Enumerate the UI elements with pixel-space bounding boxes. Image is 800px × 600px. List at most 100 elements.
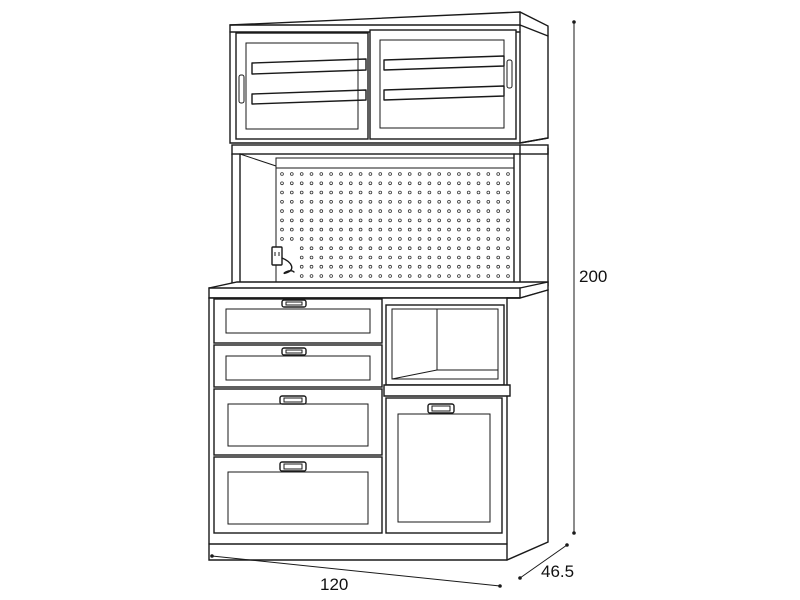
peg-hole: [437, 255, 442, 260]
peg-hole: [407, 264, 412, 269]
peg-hole: [407, 190, 412, 195]
peg-hole: [427, 190, 432, 195]
peg-hole: [466, 200, 471, 204]
peg-hole: [280, 218, 284, 223]
peg-hole: [309, 181, 314, 186]
peg-hole: [466, 237, 471, 241]
peg-hole: [457, 172, 461, 176]
peg-hole: [368, 172, 373, 176]
peg-hole: [348, 264, 353, 269]
peg-hole: [447, 209, 451, 213]
peg-hole: [319, 181, 324, 186]
peg-hole: [368, 200, 373, 204]
peg-hole: [388, 218, 392, 223]
peg-hole: [329, 218, 333, 223]
peg-hole: [368, 181, 373, 186]
peg-hole: [339, 237, 343, 241]
peg-hole: [407, 227, 412, 232]
peg-hole: [476, 264, 481, 269]
peg-hole: [388, 172, 392, 176]
peg-hole: [329, 264, 333, 269]
peg-hole: [329, 255, 333, 260]
peg-hole: [289, 181, 294, 186]
peg-hole: [348, 227, 353, 232]
peg-hole: [466, 190, 471, 195]
peg-hole: [299, 209, 304, 213]
left-door-handle-icon: [238, 74, 245, 104]
left-sliding-door: [235, 32, 369, 140]
peg-hole: [437, 209, 442, 213]
peg-hole: [466, 255, 471, 260]
peg-hole: [476, 274, 481, 278]
peg-hole: [407, 274, 412, 278]
peg-hole: [348, 218, 353, 223]
peg-hole: [398, 190, 402, 195]
height-dimension-line: [572, 20, 576, 535]
peg-hole: [348, 200, 353, 204]
peg-hole: [486, 264, 491, 269]
peg-hole: [427, 264, 432, 269]
peg-hole: [358, 218, 363, 223]
peg-hole: [358, 264, 363, 269]
peg-hole: [319, 209, 324, 213]
peg-hole: [427, 227, 432, 232]
peg-hole: [358, 274, 363, 278]
peg-hole: [486, 274, 491, 278]
drawer-3: [213, 388, 383, 456]
peg-hole: [378, 246, 383, 251]
peg-hole: [486, 218, 491, 223]
peg-hole: [368, 255, 373, 260]
peg-hole: [417, 172, 422, 176]
peg-hole: [280, 209, 284, 213]
peg-hole: [289, 200, 294, 204]
peg-hole: [348, 190, 353, 195]
peg-hole: [486, 227, 491, 232]
peg-hole: [427, 246, 432, 251]
peg-hole: [457, 255, 461, 260]
peg-hole: [368, 218, 373, 223]
drawer-1: [213, 298, 383, 344]
peg-hole: [309, 227, 314, 232]
peg-hole: [457, 209, 461, 213]
peg-hole: [506, 237, 510, 241]
peg-hole: [506, 190, 510, 195]
peg-hole: [496, 218, 501, 223]
peg-hole: [388, 181, 392, 186]
peg-hole: [486, 209, 491, 213]
peg-hole: [496, 200, 501, 204]
peg-hole: [339, 181, 343, 186]
peg-hole: [496, 274, 501, 278]
peg-hole: [309, 246, 314, 251]
peg-hole: [388, 237, 392, 241]
peg-hole: [496, 246, 501, 251]
peg-hole: [309, 255, 314, 260]
peg-hole: [437, 190, 442, 195]
peg-hole: [427, 200, 432, 204]
peg-hole: [378, 274, 383, 278]
peg-hole: [319, 274, 324, 278]
peg-hole: [309, 200, 314, 204]
peg-hole: [447, 227, 451, 232]
peg-hole: [348, 172, 353, 176]
peg-hole: [457, 264, 461, 269]
peg-hole: [319, 172, 324, 176]
peg-hole: [299, 237, 304, 241]
peg-hole: [447, 255, 451, 260]
peg-hole: [506, 200, 510, 204]
peg-hole: [457, 227, 461, 232]
peg-hole: [319, 190, 324, 195]
peg-hole: [319, 200, 324, 204]
peg-hole: [368, 209, 373, 213]
peg-hole: [496, 255, 501, 260]
peg-hole: [358, 181, 363, 186]
peg-hole: [417, 227, 422, 232]
peg-hole: [486, 190, 491, 195]
peg-hole: [486, 255, 491, 260]
peg-hole: [447, 218, 451, 223]
peg-hole: [348, 255, 353, 260]
peg-hole: [427, 255, 432, 260]
peg-hole: [476, 190, 481, 195]
peg-hole: [339, 172, 343, 176]
peg-hole: [407, 255, 412, 260]
